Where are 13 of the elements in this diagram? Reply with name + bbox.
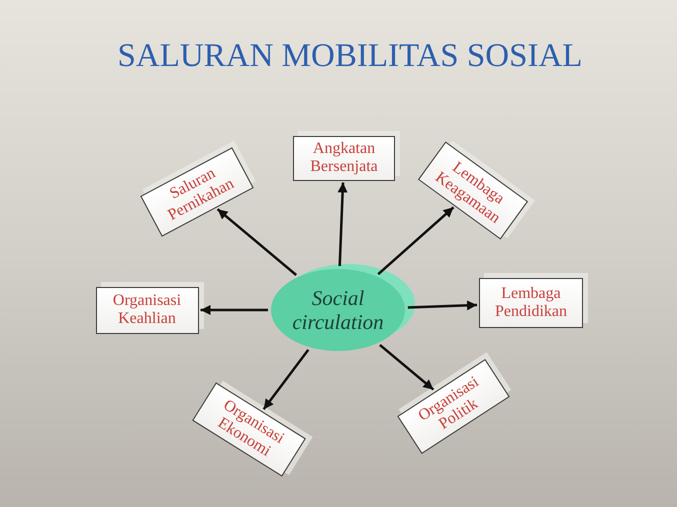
node-label: Lembaga Pendidikan	[494, 285, 568, 321]
ellipse-node	[270, 262, 416, 352]
arrow	[200, 305, 268, 315]
arrow	[408, 300, 478, 310]
arrow	[216, 208, 297, 276]
node-label: Social circulation	[291, 286, 385, 334]
node-label: Organisasi Keahlian	[112, 292, 182, 328]
arrow	[379, 344, 434, 391]
arrow	[338, 182, 348, 266]
arrow	[377, 206, 454, 276]
arrow	[262, 348, 310, 410]
title: SALURAN MOBILITAS SOSIAL	[116, 37, 584, 75]
node-label: Angkatan Bersenjata	[309, 140, 379, 176]
